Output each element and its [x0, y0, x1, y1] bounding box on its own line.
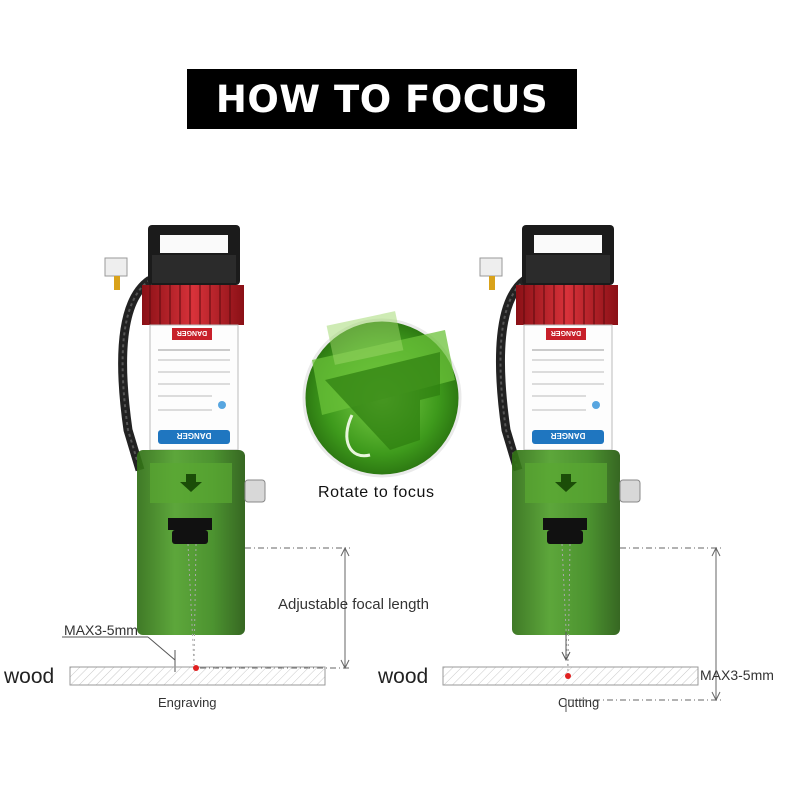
left-heatsink — [142, 285, 244, 325]
left-laser-dot — [193, 665, 199, 671]
left-connector-wire — [114, 276, 120, 290]
left-warning-sticker: DANGER DANGER — [149, 324, 239, 451]
right-max-label: MAX3-5mm — [700, 667, 774, 683]
left-cable-braid — [121, 279, 151, 471]
cutting-caption: Cutting — [558, 695, 600, 710]
right-connector-wire — [489, 276, 495, 290]
left-wood-label: wood — [4, 665, 55, 688]
right-cable-braid — [499, 279, 526, 471]
page-title: HOW TO FOCUS — [215, 77, 549, 121]
right-heatsink — [516, 285, 618, 325]
left-fan — [148, 225, 240, 285]
focus-magnifier — [302, 311, 462, 478]
rotate-to-focus-label: Rotate to focus — [318, 484, 435, 501]
right-annotations — [561, 546, 722, 712]
right-fan — [522, 225, 614, 285]
left-fins-danger-text: DANGER — [177, 329, 207, 336]
left-danger-label: DANGER — [176, 431, 211, 440]
left-side-knob[interactable] — [244, 479, 266, 503]
left-laser-module: DANGER DANGER — [104, 225, 266, 666]
right-laser-module: DANGER DANGER — [479, 225, 641, 673]
left-connector — [104, 257, 128, 277]
left-green-shroud — [137, 450, 245, 666]
title-banner: HOW TO FOCUS — [187, 69, 577, 129]
left-max-label: MAX3-5mm — [64, 622, 138, 638]
right-connector — [479, 257, 503, 277]
right-side-knob[interactable] — [619, 479, 641, 503]
right-green-shroud — [512, 450, 620, 673]
adjustable-focal-length-label: Adjustable focal length — [278, 596, 429, 613]
right-warning-sticker: DANGER DANGER — [523, 324, 613, 451]
right-wood-label: wood — [378, 665, 429, 688]
right-danger-label: DANGER — [550, 431, 585, 440]
right-laser-dot — [565, 673, 571, 679]
engraving-caption: Engraving — [158, 695, 217, 710]
right-fins-danger-text: DANGER — [551, 329, 581, 336]
rotate-arrow — [345, 414, 371, 458]
